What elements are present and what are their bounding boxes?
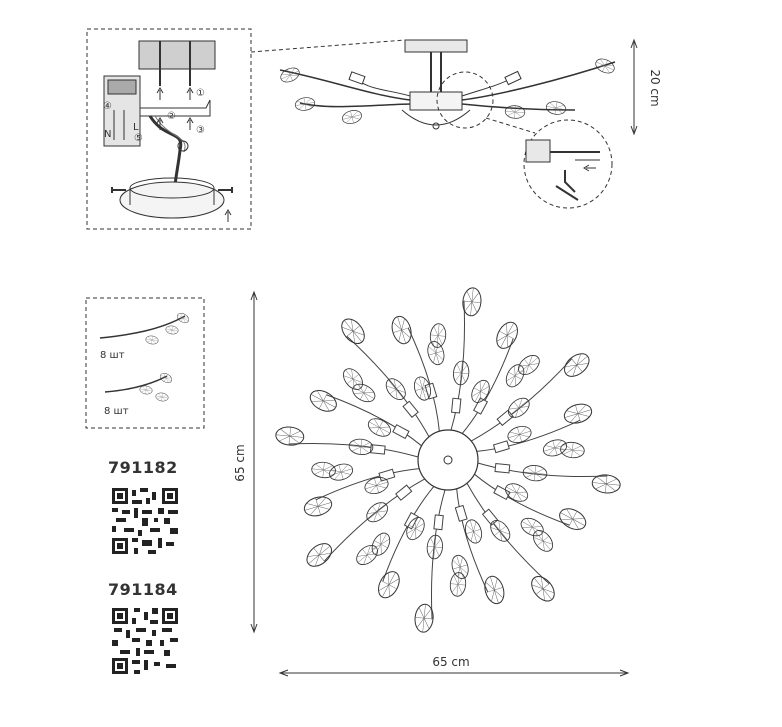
crystal-pendant xyxy=(306,385,341,416)
product-code: 791184 xyxy=(108,580,178,599)
diameter-label: 65 cm xyxy=(233,444,247,481)
crystal-pendant xyxy=(514,351,544,379)
arm-line xyxy=(477,462,608,478)
crystal-pendant xyxy=(362,498,392,527)
center-finial xyxy=(443,455,453,465)
side-view: 20 cm xyxy=(278,38,662,209)
lamp-socket xyxy=(402,400,419,418)
arm-line xyxy=(476,419,581,452)
step-1-label: ① xyxy=(196,88,205,99)
chandelier-arms xyxy=(274,286,622,634)
crystal-pendant xyxy=(388,313,415,347)
step-4-label: ④ xyxy=(103,101,112,112)
crystal-pendant xyxy=(559,348,594,382)
arm-line xyxy=(461,338,514,434)
product-791182: 791182 xyxy=(108,458,178,554)
crystal-pendant xyxy=(505,423,534,446)
arm-line xyxy=(315,468,420,501)
step-3-label: ③ xyxy=(196,125,205,136)
crystal-pendant xyxy=(336,314,370,349)
crystal-pendant xyxy=(492,318,523,353)
lamp-socket xyxy=(433,514,444,531)
arm-line xyxy=(407,327,440,432)
qr-code xyxy=(112,488,178,554)
lamp-socket xyxy=(450,397,462,414)
wire-l-label: L xyxy=(133,122,139,133)
crystal-pendant xyxy=(302,538,337,572)
product-791184: 791184 xyxy=(108,580,178,674)
arm-line xyxy=(288,442,419,458)
arm-a-count: 8 шт xyxy=(100,350,125,361)
top-view: 65 cm 65 cm xyxy=(233,286,630,677)
lamp-socket xyxy=(392,424,410,440)
crystal-pendant xyxy=(364,414,394,441)
lamp-socket xyxy=(395,484,413,501)
wire-n-label: N xyxy=(104,129,111,140)
arm-line xyxy=(470,358,573,442)
arm-line xyxy=(456,488,489,593)
qr-code xyxy=(112,608,178,674)
crystal-pendant xyxy=(481,573,508,607)
arm-line xyxy=(382,486,435,582)
crystal-pendant xyxy=(352,541,382,569)
lamp-socket xyxy=(454,504,468,522)
crystal-pendant xyxy=(462,517,485,546)
crystal-pendant xyxy=(339,364,367,394)
crystal-pendant xyxy=(301,493,335,520)
step-2-label: ② xyxy=(167,111,176,122)
crystal-pendant xyxy=(381,374,410,404)
lamp-socket xyxy=(369,444,386,455)
crystal-pendant xyxy=(529,526,557,556)
lamp-socket xyxy=(494,462,511,474)
arm-line xyxy=(326,394,422,447)
step-5-label: ⑤ xyxy=(134,133,143,144)
product-code: 791182 xyxy=(108,458,178,477)
width-label: 65 cm xyxy=(432,655,469,669)
arm-line xyxy=(474,473,570,526)
crystal-pendant xyxy=(561,400,595,427)
arms-inset: 8 шт 8 шт xyxy=(85,297,205,429)
lamp-socket xyxy=(378,468,396,482)
crystal-pendant xyxy=(555,504,590,535)
arm-line xyxy=(346,335,430,438)
arm-line xyxy=(323,478,426,562)
lamp-socket xyxy=(492,440,510,454)
arm-b-count: 8 шт xyxy=(104,406,129,417)
arm-line xyxy=(430,489,446,620)
crystal-pendant xyxy=(526,571,560,606)
arm-line xyxy=(466,482,550,585)
height-label: 20 cm xyxy=(648,69,662,106)
installation-inset: ① ② ③ ④ ⑤ N L xyxy=(86,28,252,230)
crystal-pendant xyxy=(373,567,404,602)
arm-line xyxy=(450,300,466,431)
